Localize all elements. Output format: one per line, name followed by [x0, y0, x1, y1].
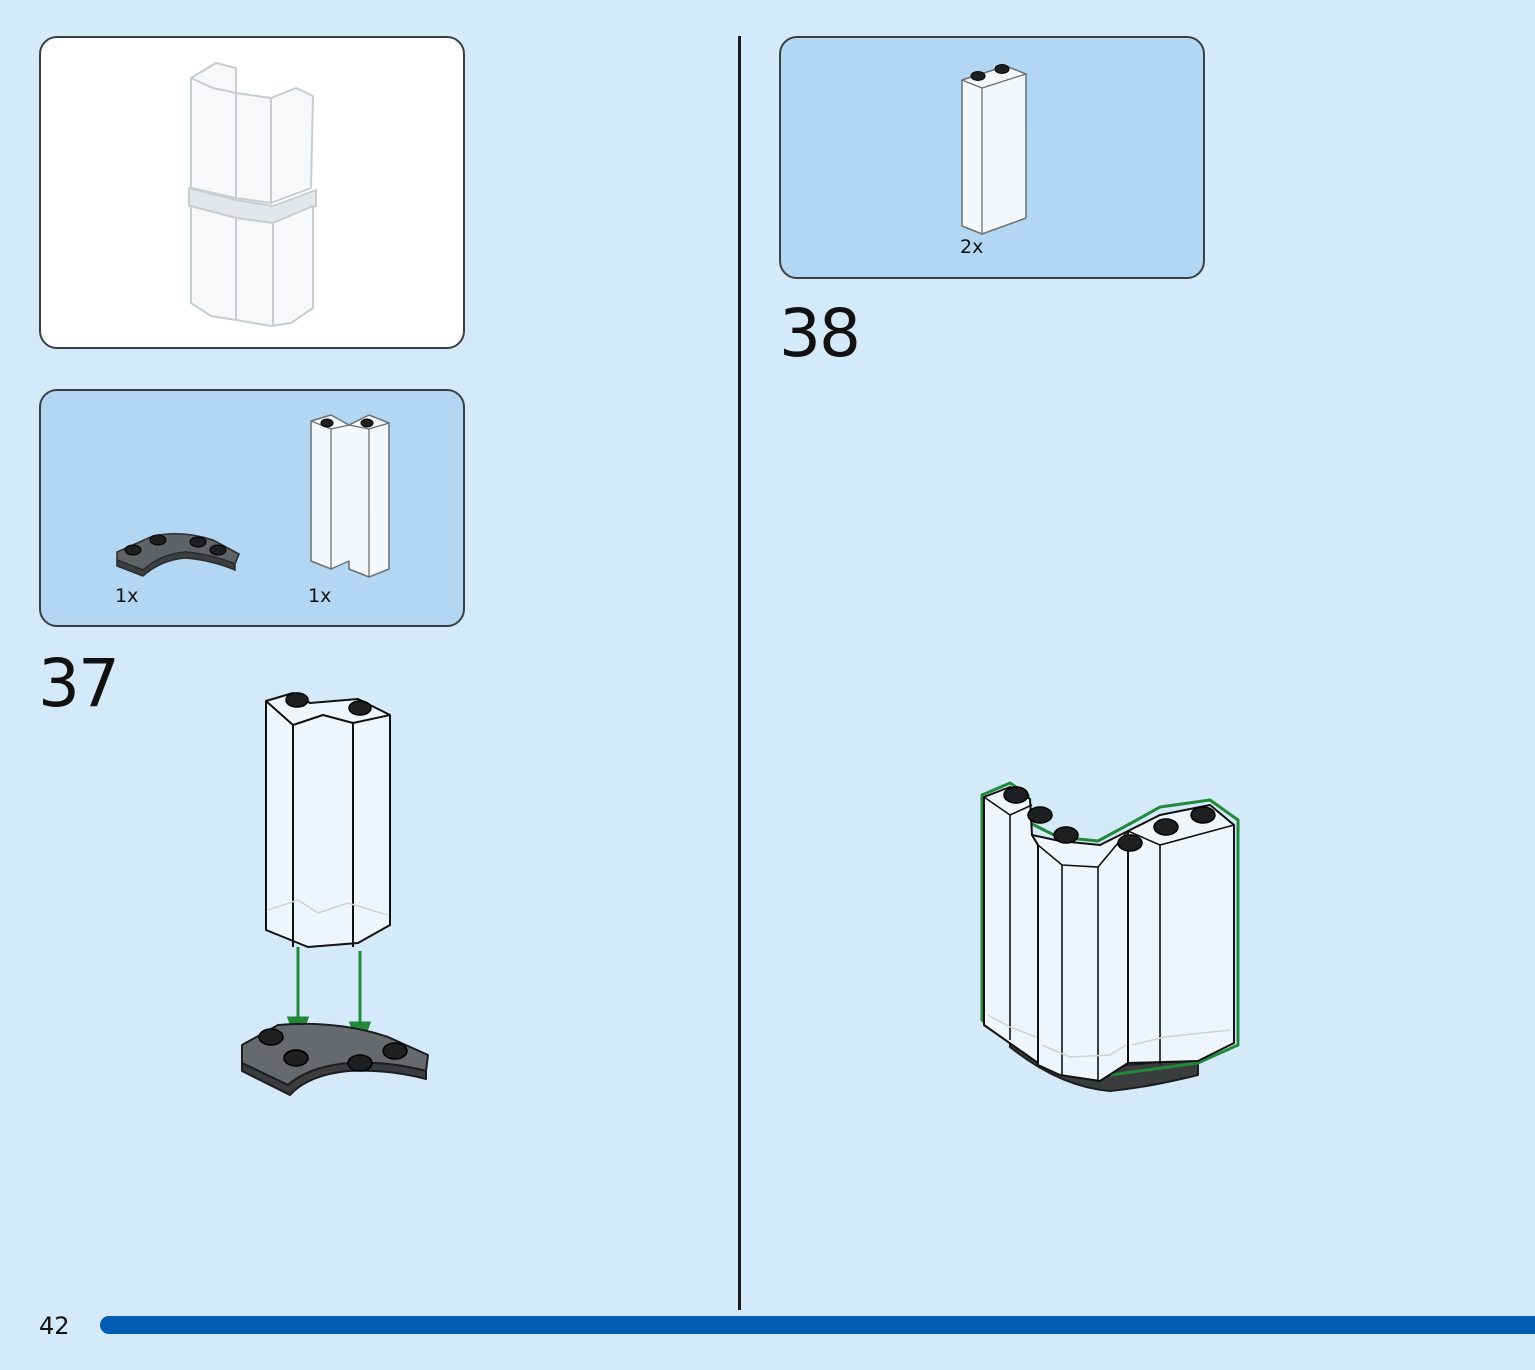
column-divider	[738, 36, 741, 1310]
dark-gray-curved-plate-icon	[116, 533, 240, 577]
page-number: 42	[39, 1312, 70, 1340]
step-number-38: 38	[779, 295, 861, 372]
corner-wall-assembly-icon	[980, 781, 1240, 1092]
attach-corner-panel-to-plate-icon	[241, 692, 429, 1096]
parts-panel-step-37: 1x 1x	[39, 389, 465, 627]
step-number-37: 37	[38, 645, 120, 722]
part-qty-curved-plate: 1x	[115, 585, 139, 607]
progress-bar-fill	[100, 1316, 1535, 1334]
parts-panel-step-38: 2x	[779, 36, 1205, 279]
part-qty-corner-panel: 1x	[308, 585, 332, 607]
progress-bar	[100, 1316, 1535, 1334]
part-qty-tall-panel: 2x	[960, 236, 984, 258]
clear-tall-panel-icon	[961, 64, 1027, 235]
context-panel	[39, 36, 465, 349]
clear-corner-panel-icon	[310, 414, 390, 578]
assembled-column-preview-icon	[188, 62, 317, 327]
